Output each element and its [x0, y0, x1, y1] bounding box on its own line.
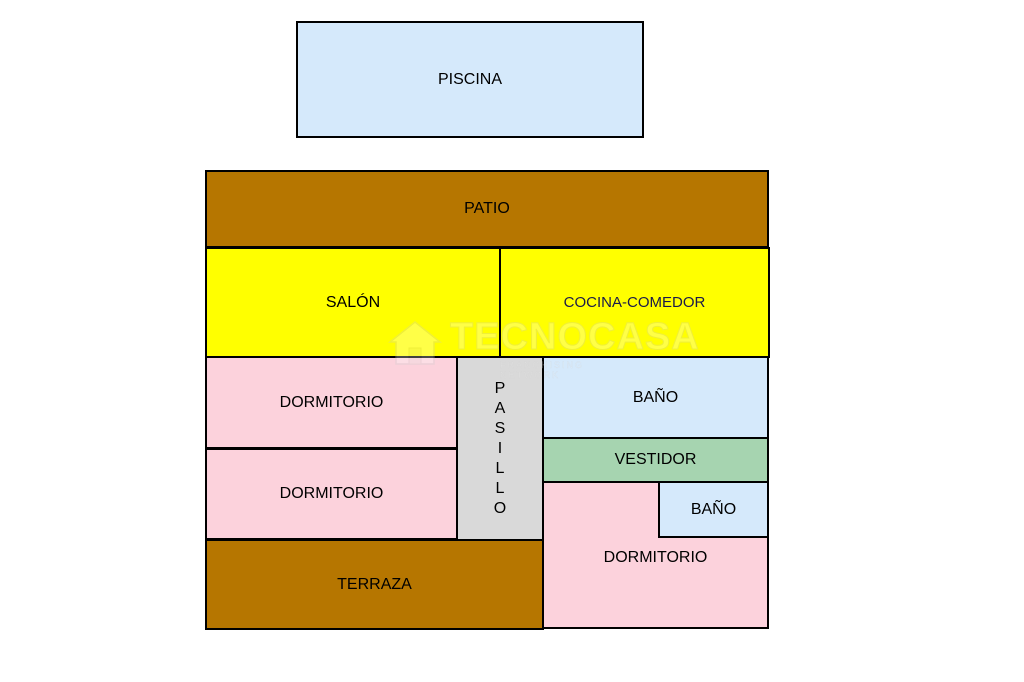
pasillo-letter: L — [495, 459, 505, 477]
room-bano-1: BAÑO — [542, 356, 769, 439]
pasillo-letter: A — [494, 399, 506, 417]
room-label-patio: PATIO — [464, 200, 510, 217]
room-vestidor: VESTIDOR — [542, 437, 769, 483]
room-label-vestidor: VESTIDOR — [614, 451, 697, 468]
pasillo-letter: L — [495, 479, 505, 497]
room-label-dormitorio-2: DORMITORIO — [279, 485, 384, 502]
room-salon: SALÓN — [205, 247, 501, 358]
room-label-cocina-comedor: COCINA-COMEDOR — [563, 294, 706, 311]
pasillo-letter: S — [494, 419, 506, 437]
room-label-dormitorio-3: DORMITORIO — [603, 549, 708, 566]
room-dormitorio-2: DORMITORIO — [205, 448, 458, 540]
room-label-bano-2: BAÑO — [690, 500, 737, 518]
room-label-dormitorio-1: DORMITORIO — [279, 393, 384, 411]
pasillo-letter: P — [494, 379, 506, 397]
room-label-bano-1: BAÑO — [632, 388, 679, 406]
room-dormitorio-1: DORMITORIO — [205, 356, 458, 449]
room-cocina-comedor: COCINA-COMEDOR — [499, 247, 770, 358]
room-bano-2: BAÑO — [658, 481, 769, 538]
room-label-salon: SALÓN — [325, 293, 381, 311]
pasillo-letter: I — [497, 439, 503, 457]
pasillo-letter: O — [493, 499, 507, 517]
room-terraza: TERRAZA — [205, 539, 544, 630]
room-label-terraza: TERRAZA — [337, 575, 412, 593]
room-pasillo: P A S I L L O — [456, 356, 544, 541]
room-patio: PATIO — [205, 170, 769, 248]
room-piscina: PISCINA — [296, 21, 644, 138]
room-label-piscina: PISCINA — [437, 70, 502, 88]
